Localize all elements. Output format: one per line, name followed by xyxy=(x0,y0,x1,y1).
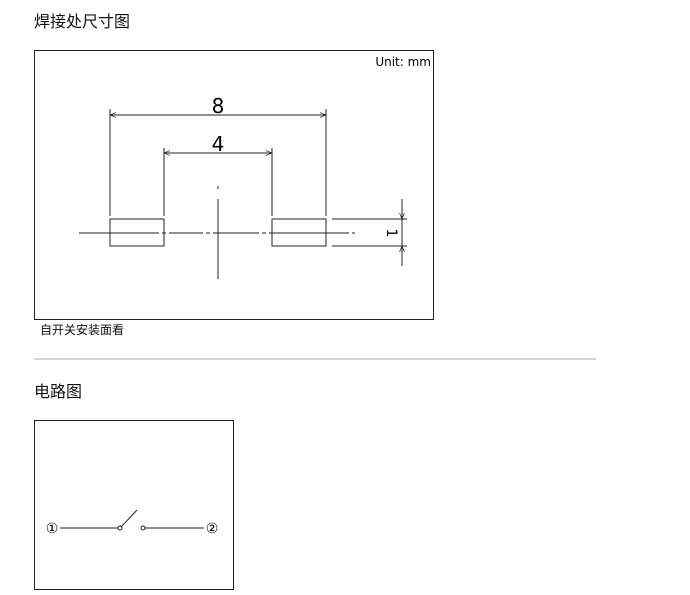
dimension-drawing: Unit: mm 8 4 1 xyxy=(79,55,431,279)
dimension-side-label: 1 xyxy=(383,229,399,238)
switch-contact-right xyxy=(140,525,146,531)
terminal-1-label: ① xyxy=(46,521,59,537)
switch-contact-left xyxy=(117,525,123,531)
section-title-solder-dimensions: 焊接处尺寸图 xyxy=(34,12,131,31)
dimension-drawing-panel: Unit: mm 8 4 1 xyxy=(34,50,434,320)
dimension-inner-label: 4 xyxy=(212,132,225,156)
circuit-diagram-panel: ① ② xyxy=(34,420,234,590)
section-divider xyxy=(34,358,596,360)
section-title-circuit: 电路图 xyxy=(34,382,83,401)
drawing-caption: 自开关安装面看 xyxy=(40,323,125,337)
dimension-outer-label: 8 xyxy=(212,94,225,118)
terminal-2-label: ② xyxy=(206,521,219,537)
unit-label: Unit: mm xyxy=(375,55,431,69)
circuit-diagram: ① ② xyxy=(46,509,219,537)
solder-pad-left xyxy=(109,218,165,247)
switch-blade xyxy=(120,509,138,528)
solder-pad-right xyxy=(271,218,327,247)
